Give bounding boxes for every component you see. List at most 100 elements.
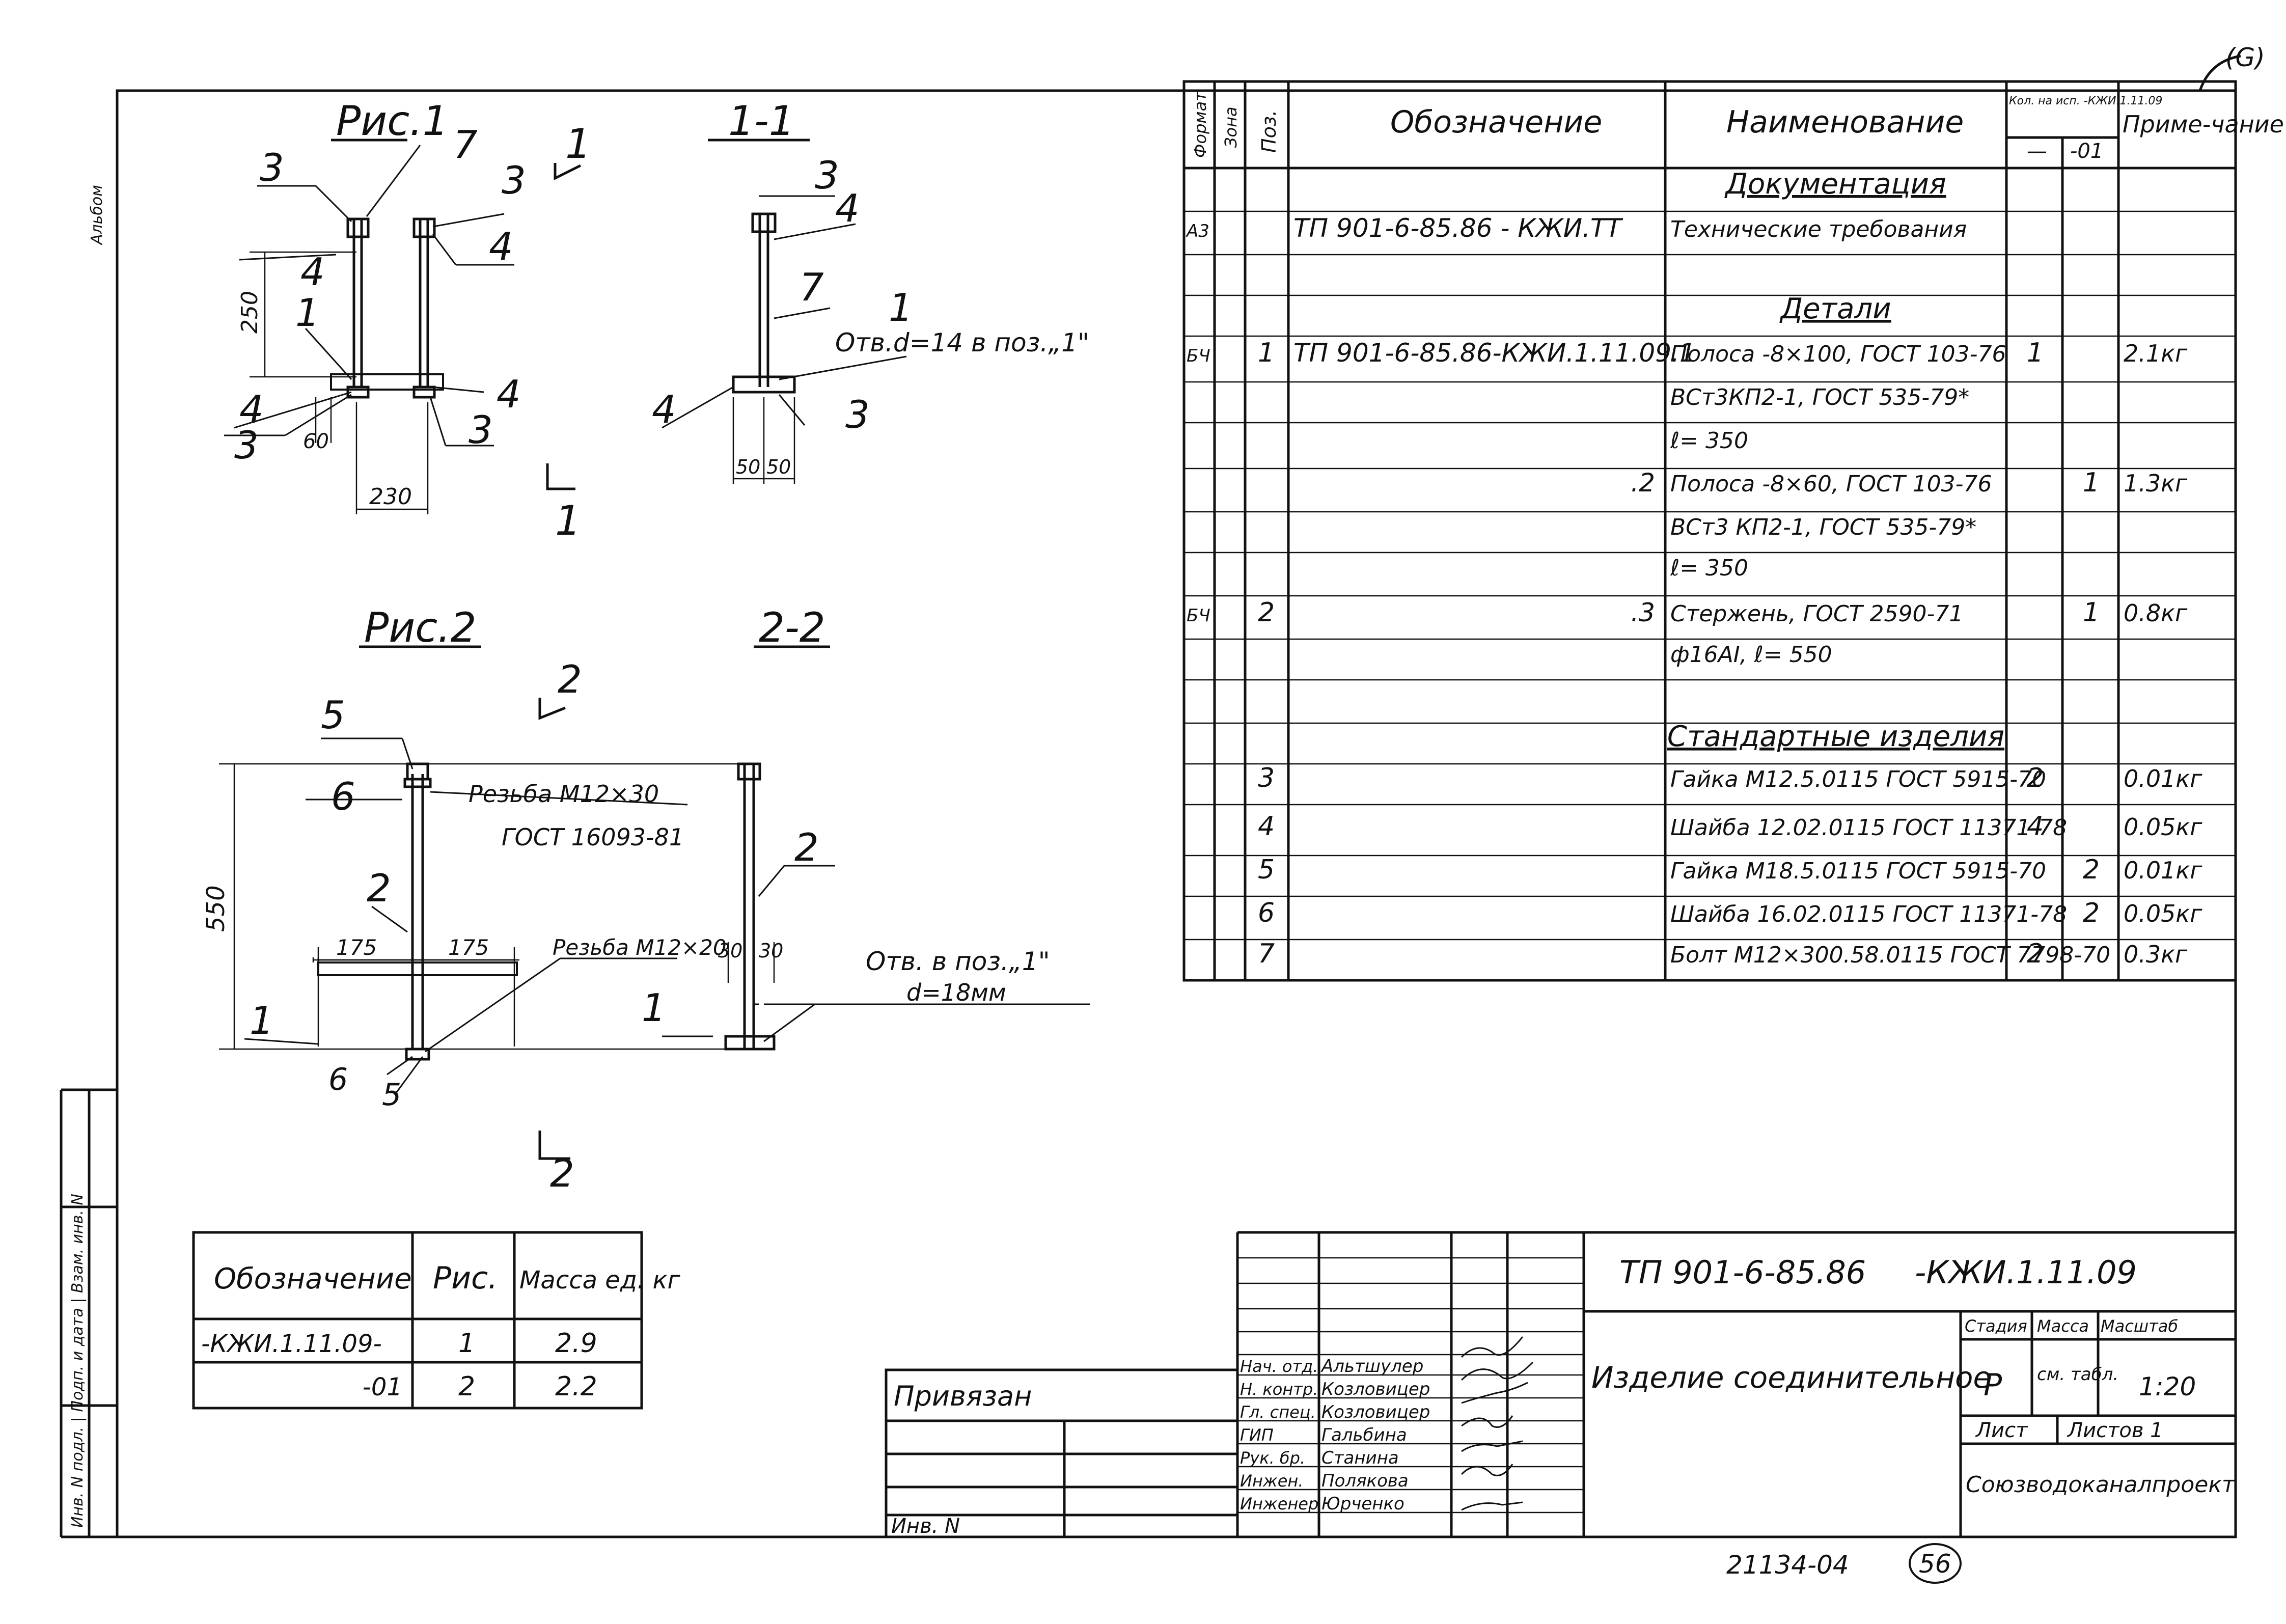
pos-label: 7	[453, 122, 478, 167]
spec-cell-name: Шайба 12.02.0115 ГОСТ 11371-78	[1670, 815, 2067, 841]
spec-header-format: Формат	[1191, 91, 1210, 158]
spec-cell-name: Полоса -8×100, ГОСТ 103-76	[1670, 341, 2006, 367]
mass-cell-mass: 2.9	[555, 1328, 597, 1359]
fig1-hole-note: Отв.d=14 в поз.„1"	[835, 328, 1089, 357]
pos-label: 3	[502, 158, 526, 203]
footer-page: 56	[1919, 1549, 1951, 1579]
spec-cell-note: 0.01кг	[2124, 857, 2202, 884]
pos-label: 3	[815, 153, 839, 198]
fig2-title: Рис.2	[364, 604, 477, 651]
spec-cell-name: Стержень, ГОСТ 2590-71	[1670, 601, 1963, 627]
fig1-dim-230: 230	[369, 484, 412, 510]
fig1-dim-250: 250	[237, 291, 263, 334]
spec-cell-format: БЧ	[1187, 346, 1210, 366]
pos-label: 5	[321, 693, 345, 737]
fig1-cut-top: 1	[565, 120, 591, 168]
stamp-mass-header: Масса	[2037, 1316, 2089, 1336]
stamp-code-2: -КЖИ.1.11.09	[1915, 1254, 2137, 1291]
fig2-thread-1-std: ГОСТ 16093-81	[502, 823, 684, 851]
stamp-name: Козловицер	[1321, 1402, 1430, 1422]
mass-cell-fig: 2	[458, 1371, 475, 1402]
spec-cell-name: Шайба 16.02.0115 ГОСТ 11371-78	[1670, 901, 2067, 927]
stamp-name: Козловицер	[1321, 1379, 1430, 1399]
pos-label: 7	[800, 265, 824, 310]
spec-cell-note: 0.8кг	[2124, 599, 2188, 627]
spec-header-qty-a: —	[2027, 140, 2047, 163]
fig2-hole-diameter: d=18мм	[906, 979, 1006, 1006]
pos-label: 4	[300, 250, 325, 294]
section-2-2-title: 2-2	[759, 604, 825, 651]
spec-cell-name: ВСт3КП2-1, ГОСТ 535-79*	[1670, 384, 1969, 410]
mass-cell-fig: 1	[458, 1328, 475, 1359]
pos-label: 6	[331, 774, 355, 819]
stamp-sheets: Листов 1	[2067, 1419, 2163, 1442]
spec-cell-qty-a: 4	[2027, 811, 2044, 842]
spec-cell-designation: .2	[1631, 468, 1655, 498]
side-stamp-label: Инв. N подл. | Подп. и дата | Взам. инв.…	[69, 1194, 87, 1528]
spec-header-name: Наименование	[1726, 104, 1964, 140]
stamp-role: Инжен.	[1240, 1471, 1303, 1491]
pos-label: 4	[652, 387, 676, 432]
pos-label: 1	[889, 285, 913, 330]
pos-label: 2	[367, 866, 391, 911]
spec-cell-name: ф16АI, ℓ= 550	[1670, 642, 1832, 668]
spec-cell-designation: ТП 901-6-85.86 - КЖИ.ТТ	[1293, 213, 1623, 243]
spec-cell-name: Стандартные изделия	[1667, 720, 2004, 753]
spec-cell-format: А3	[1186, 221, 1209, 241]
stamp-name: Гальбина	[1321, 1425, 1407, 1445]
spec-header-pos: Поз.	[1258, 110, 1280, 153]
fig1-title: Рис.1	[336, 97, 449, 145]
spec-cell-name: Гайка М12.5.0115 ГОСТ 5915-70	[1670, 766, 2046, 792]
stamp-organization: Союзводоканалпроект	[1966, 1472, 2236, 1498]
fig2-dim-30a: 30	[718, 940, 742, 962]
figure-2	[219, 645, 1090, 1160]
spec-cell-qty-a: 2	[2027, 939, 2044, 969]
spec-cell-name: Полоса -8×60, ГОСТ 103-76	[1670, 471, 1992, 497]
spec-cell-name: Технические требования	[1670, 216, 1967, 242]
mass-header-designation: Обозначение	[214, 1262, 412, 1296]
spec-cell-qty-b: 2	[2083, 855, 2100, 885]
pos-label: 6	[328, 1062, 348, 1097]
stamp-name: Юрченко	[1321, 1494, 1404, 1514]
spec-cell-name: ℓ= 350	[1670, 555, 1748, 581]
spec-cell-pos: 1	[1258, 338, 1275, 368]
footer-number: 21134-04	[1726, 1550, 1849, 1580]
pos-label: 1	[250, 998, 274, 1043]
pos-label: 1	[642, 985, 666, 1030]
pos-label: 5	[382, 1077, 401, 1113]
stamp-stage: Р	[1984, 1367, 2002, 1403]
mass-header-mass: Масса ед. кг	[519, 1266, 681, 1295]
spec-header-designation: Обозначение	[1390, 104, 1602, 140]
stamp-role: Гл. спец.	[1240, 1402, 1316, 1422]
pos-label: 3	[260, 145, 284, 190]
stamp-mass: см. табл.	[2037, 1364, 2118, 1385]
spec-cell-name: Документация	[1724, 168, 1946, 201]
stamp-sheet: Лист	[1975, 1419, 2028, 1442]
spec-cell-note: 0.05кг	[2124, 813, 2202, 841]
stamp-name: Станина	[1321, 1448, 1399, 1468]
section-1-1-title: 1-1	[728, 97, 795, 145]
fig1-dim-50b: 50	[766, 456, 791, 478]
pos-label: 4	[489, 224, 513, 269]
spec-cell-pos: 7	[1258, 939, 1275, 969]
figure-1	[224, 139, 907, 514]
mass-cell-designation: -01	[363, 1373, 402, 1401]
stamp-scale-header: Масштаб	[2101, 1316, 2178, 1336]
mass-header-fig: Рис.	[433, 1260, 498, 1296]
fig2-hole-note: Отв. в поз.„1"	[866, 947, 1050, 976]
spec-cell-pos: 6	[1258, 898, 1275, 928]
pos-label: 3	[469, 407, 493, 452]
mass-cell-designation: -КЖИ.1.11.09-	[201, 1330, 382, 1358]
fig2-thread-2: Резьба М12×20	[553, 935, 727, 960]
stamp-name: Альтшулер	[1320, 1356, 1423, 1377]
stamp-title: Изделие соединительное	[1591, 1360, 1991, 1395]
pos-label: 3	[234, 423, 259, 467]
spec-cell-note: 0.05кг	[2124, 900, 2202, 927]
spec-cell-note: 0.3кг	[2124, 941, 2188, 968]
stamp-role: Рук. бр.	[1240, 1448, 1305, 1468]
spec-cell-name: Детали	[1779, 292, 1891, 325]
fig2-thread-1: Резьба М12×30	[469, 780, 659, 808]
